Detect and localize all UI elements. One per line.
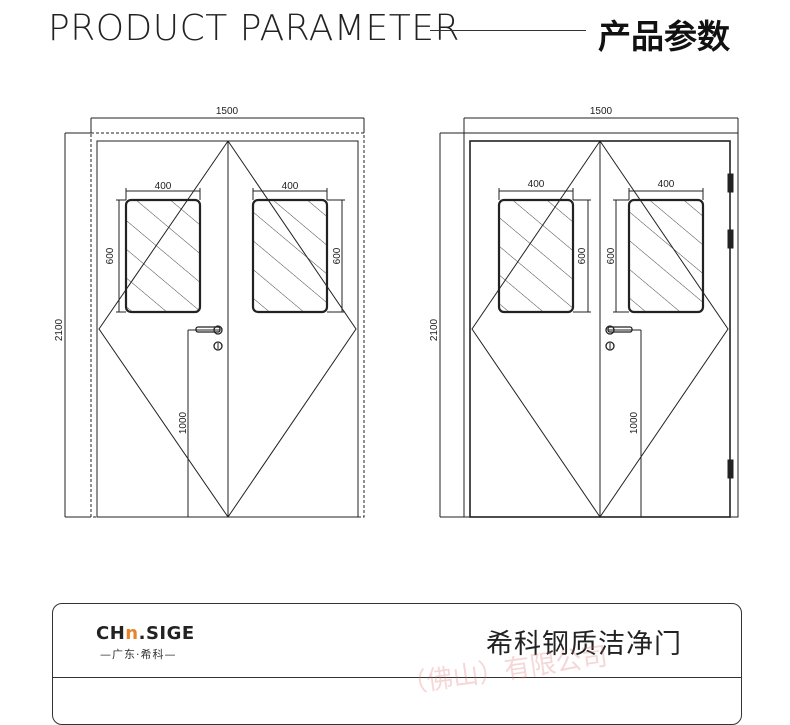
window-left <box>497 198 575 314</box>
left-width-label: 1500 <box>216 106 239 117</box>
brand-logo: CHn.SIGE <box>96 623 195 644</box>
left-window-right-height: 600 <box>332 247 343 264</box>
swing-line-right <box>227 140 357 518</box>
handle-rose <box>213 325 223 335</box>
swing-line-left <box>471 140 601 518</box>
product-name: 希科钢质洁净门 <box>486 629 682 660</box>
outer-frame <box>90 132 365 518</box>
right-window-left-width: 400 <box>528 179 545 190</box>
handle-rose <box>605 325 615 335</box>
card-divider <box>52 677 742 678</box>
right-window-left-height: 600 <box>577 247 588 264</box>
logo-text-c: .SIGE <box>138 623 195 644</box>
handle-lever <box>607 326 633 333</box>
right-door-drawing <box>439 117 739 518</box>
left-window-left-height: 600 <box>105 247 116 264</box>
logo-text-a: CH <box>96 623 126 644</box>
window-right <box>627 198 705 314</box>
logo-text-b: n <box>125 623 139 644</box>
lock-cylinder <box>213 341 223 351</box>
hinge <box>727 229 734 249</box>
right-window-right-height: 600 <box>606 247 617 264</box>
left-height-label: 2100 <box>54 318 65 341</box>
title-cn: 产品参数 <box>598 17 730 56</box>
header: PRODUCT PARAMETER 产品参数 <box>0 0 790 70</box>
right-width-label: 1500 <box>590 106 613 117</box>
swing-line-left <box>98 140 229 518</box>
hinge <box>727 173 734 193</box>
title-rule <box>430 30 586 31</box>
right-window-right-width: 400 <box>658 179 675 190</box>
handle-lever <box>195 326 221 333</box>
window-right <box>251 198 329 314</box>
door-drawings: 1500 2100 400 400 600 600 1000 <box>54 106 739 518</box>
left-door-drawing <box>64 117 365 518</box>
left-window-left-width: 400 <box>155 181 172 192</box>
swing-line-right <box>599 140 729 518</box>
logo-subtitle: —广东·希科— <box>100 648 177 661</box>
title-en: PRODUCT PARAMETER <box>48 8 460 49</box>
hinge <box>727 459 734 479</box>
left-window-right-width: 400 <box>282 181 299 192</box>
right-handle-height: 1000 <box>629 411 640 434</box>
window-left <box>124 198 202 314</box>
left-handle-height: 1000 <box>178 411 189 434</box>
right-height-label: 2100 <box>429 318 440 341</box>
lock-cylinder <box>605 341 615 351</box>
